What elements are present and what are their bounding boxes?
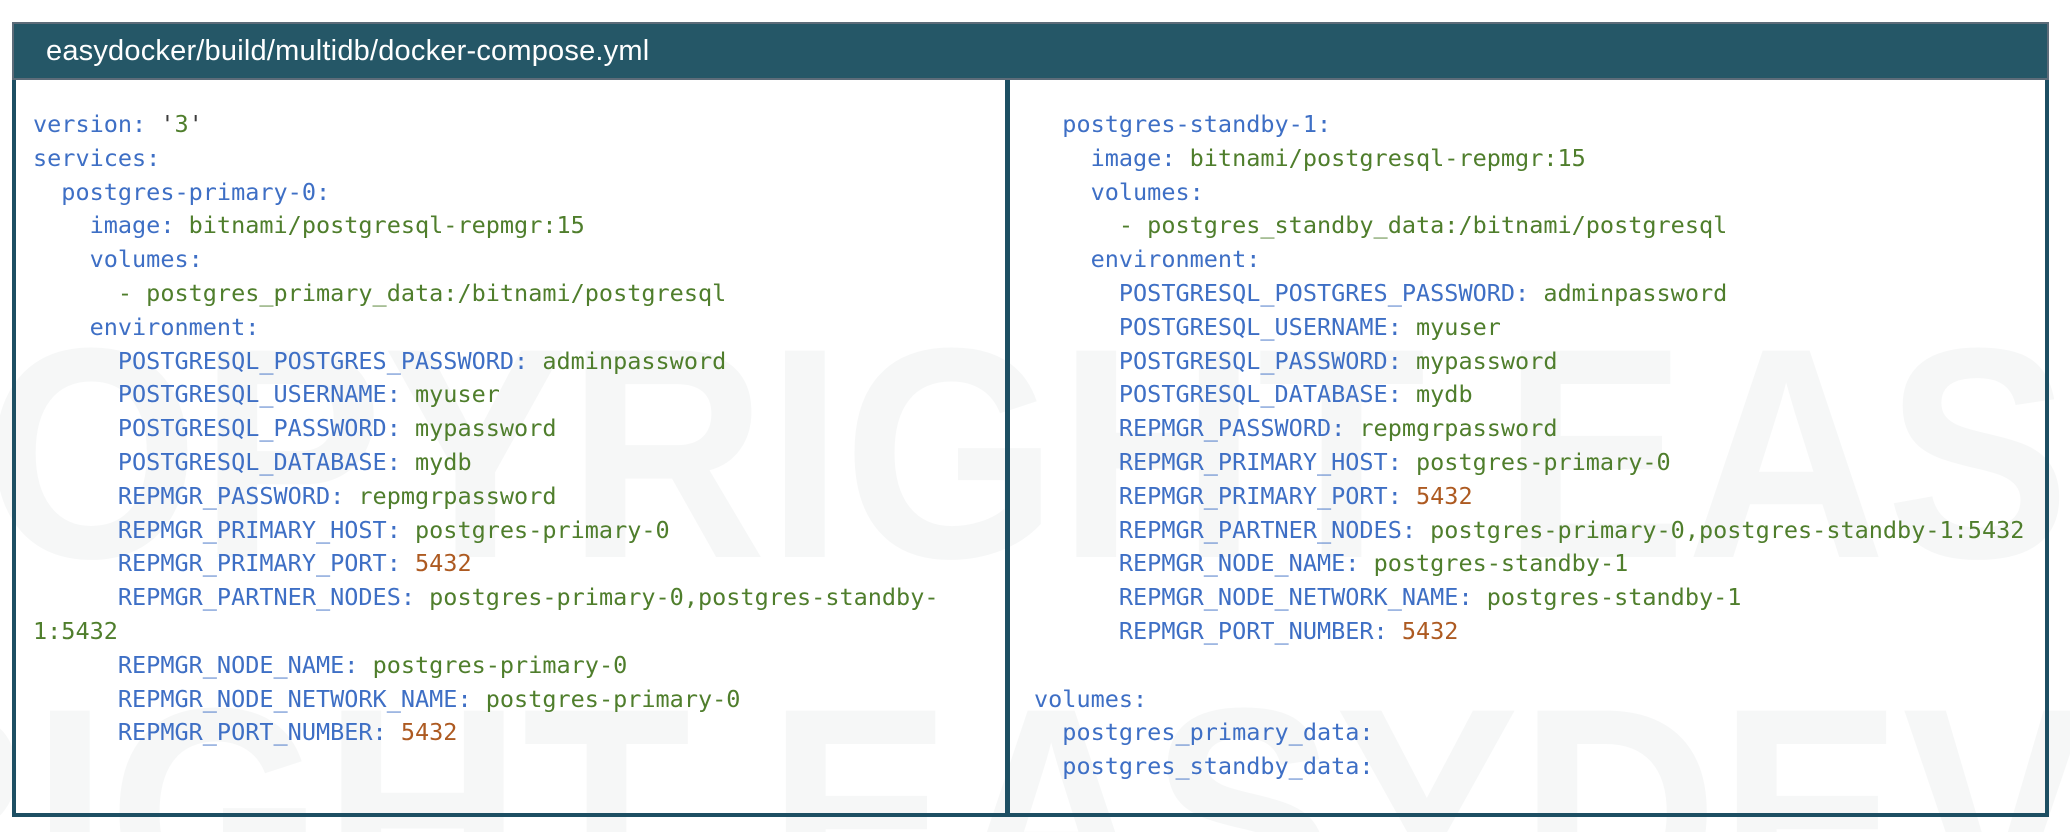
code-line: services:	[33, 143, 161, 172]
code-line: POSTGRESQL_POSTGRES_PASSWORD: adminpassw…	[117, 346, 727, 375]
code-line: REPMGR_PORT_NUMBER: 5432	[1118, 616, 1459, 645]
code-column-right: postgres-standby-1: image: bitnami/postg…	[1010, 80, 2045, 813]
code-line: image: bitnami/postgresql-repmgr:15	[89, 211, 585, 240]
code-line: 1:5432	[33, 616, 118, 645]
code-line: environment:	[89, 312, 260, 341]
window-titlebar: easydocker/build/multidb/docker-compose.…	[12, 22, 2049, 80]
column-divider	[1005, 80, 1010, 813]
code-line: volumes:	[89, 245, 203, 274]
code-line: REPMGR_PRIMARY_PORT: 5432	[1118, 481, 1473, 510]
code-line: volumes:	[1034, 684, 1148, 713]
code-line: POSTGRESQL_PASSWORD: mypassword	[117, 414, 557, 443]
code-line: postgres_primary_data:	[1062, 718, 1374, 747]
code-line: REPMGR_NODE_NETWORK_NAME: postgres-prima…	[117, 684, 741, 713]
code-line: POSTGRESQL_DATABASE: mydb	[1118, 380, 1473, 409]
code-line: REPMGR_PORT_NUMBER: 5432	[117, 718, 458, 747]
code-line	[1034, 649, 2045, 683]
code-line: environment:	[1090, 245, 1261, 274]
code-line: REPMGR_PARTNER_NODES: postgres-primary-0…	[1118, 515, 2025, 544]
code-line: POSTGRESQL_USERNAME: myuser	[117, 380, 500, 409]
code-line: REPMGR_PARTNER_NODES: postgres-primary-0…	[117, 583, 939, 612]
code-line: POSTGRESQL_DATABASE: mydb	[117, 447, 472, 476]
code-line: postgres_standby_data:	[1062, 752, 1374, 781]
code-line: postgres-primary-0:	[61, 177, 331, 206]
file-path-title: easydocker/build/multidb/docker-compose.…	[46, 34, 650, 67]
code-viewer: version: '3' services: postgres-primary-0…	[12, 80, 2049, 817]
code-line: - postgres_standby_data:/bitnami/postgre…	[1118, 211, 1728, 240]
code-line: postgres-standby-1:	[1062, 110, 1332, 138]
code-line: REPMGR_PRIMARY_HOST: postgres-primary-0	[117, 515, 670, 544]
code-line: volumes:	[1090, 177, 1204, 206]
code-line: REPMGR_PRIMARY_PORT: 5432	[117, 549, 472, 578]
code-line: POSTGRESQL_POSTGRES_PASSWORD: adminpassw…	[1118, 278, 1728, 307]
code-line: REPMGR_PASSWORD: repmgrpassword	[1118, 414, 1558, 443]
code-line: POSTGRESQL_PASSWORD: mypassword	[1118, 346, 1558, 375]
code-line: REPMGR_NODE_NAME: postgres-primary-0	[117, 650, 628, 679]
code-line: version: '3'	[33, 110, 203, 138]
code-line: image: bitnami/postgresql-repmgr:15	[1090, 143, 1586, 172]
code-line: POSTGRESQL_USERNAME: myuser	[1118, 312, 1501, 341]
code-line: REPMGR_PASSWORD: repmgrpassword	[117, 481, 557, 510]
code-column-left: version: '3' services: postgres-primary-0…	[16, 80, 1005, 813]
code-line: REPMGR_NODE_NAME: postgres-standby-1	[1118, 549, 1629, 578]
code-line: - postgres_primary_data:/bitnami/postgre…	[117, 278, 727, 307]
code-line: REPMGR_NODE_NETWORK_NAME: postgres-stand…	[1118, 583, 1742, 612]
code-line: REPMGR_PRIMARY_HOST: postgres-primary-0	[1118, 447, 1671, 476]
